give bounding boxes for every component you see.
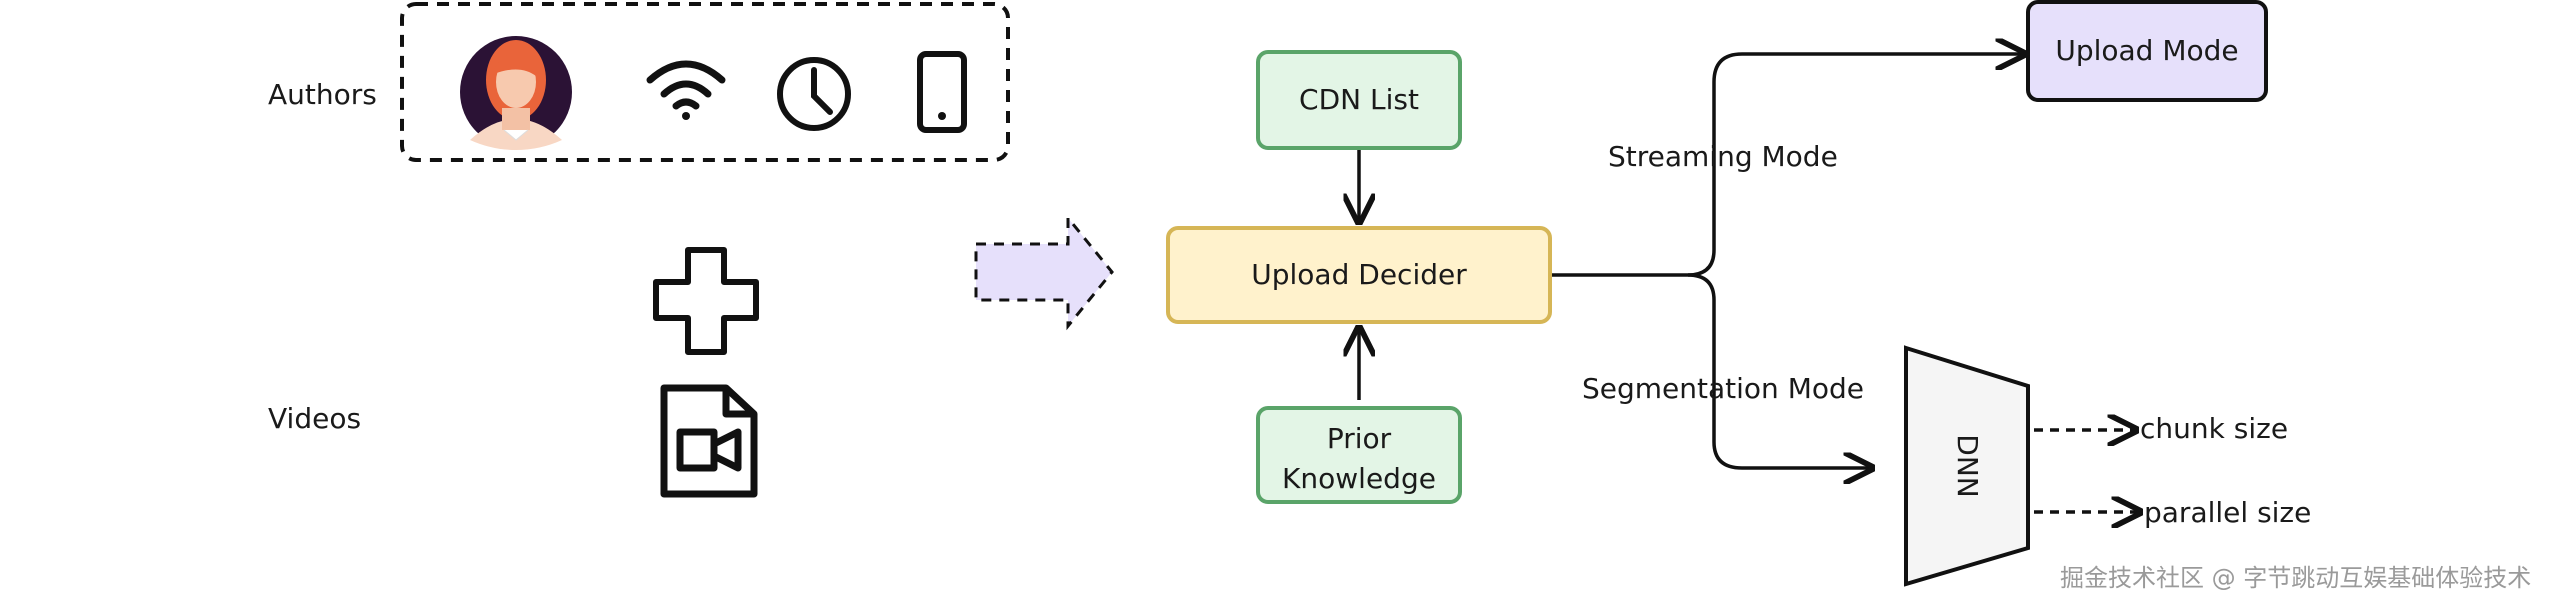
- prior-knowledge-box: [1256, 406, 1462, 504]
- authors-group-box: [400, 2, 1010, 162]
- upload-mode-label: Upload Mode: [2055, 34, 2238, 67]
- dnn-block: [1904, 345, 2030, 587]
- upload-decider-label: Upload Decider: [1251, 258, 1467, 291]
- mode-branch-connector: [1552, 54, 2024, 468]
- parallel-size-label: parallel size: [2144, 496, 2311, 529]
- prior-label-line2: Knowledge: [1282, 462, 1436, 495]
- streaming-mode-label: Streaming Mode: [1608, 140, 1838, 173]
- prior-label-line1: Prior: [1327, 422, 1392, 455]
- wifi-icon: [646, 60, 726, 120]
- phone-icon: [917, 51, 967, 133]
- plus-icon: [653, 247, 759, 355]
- segmentation-mode-label: Segmentation Mode: [1582, 372, 1864, 405]
- upload-decider-box: [1166, 226, 1552, 324]
- videos-label: Videos: [268, 402, 361, 435]
- chunk-size-label: chunk size: [2140, 412, 2288, 445]
- dashed-arrow-icon: [974, 213, 1114, 331]
- watermark: 掘金技术社区 @ 字节跳动互娱基础体验技术: [2060, 564, 2531, 592]
- authors-label: Authors: [268, 78, 377, 111]
- cdn-list-box: [1256, 50, 1462, 150]
- avatar-icon: [460, 36, 572, 150]
- video-file-icon: [660, 384, 758, 498]
- dnn-label: DNN: [1951, 434, 1984, 497]
- upload-mode-box: [2026, 0, 2268, 102]
- clock-icon: [777, 57, 851, 131]
- cdn-list-label: CDN List: [1299, 83, 1419, 116]
